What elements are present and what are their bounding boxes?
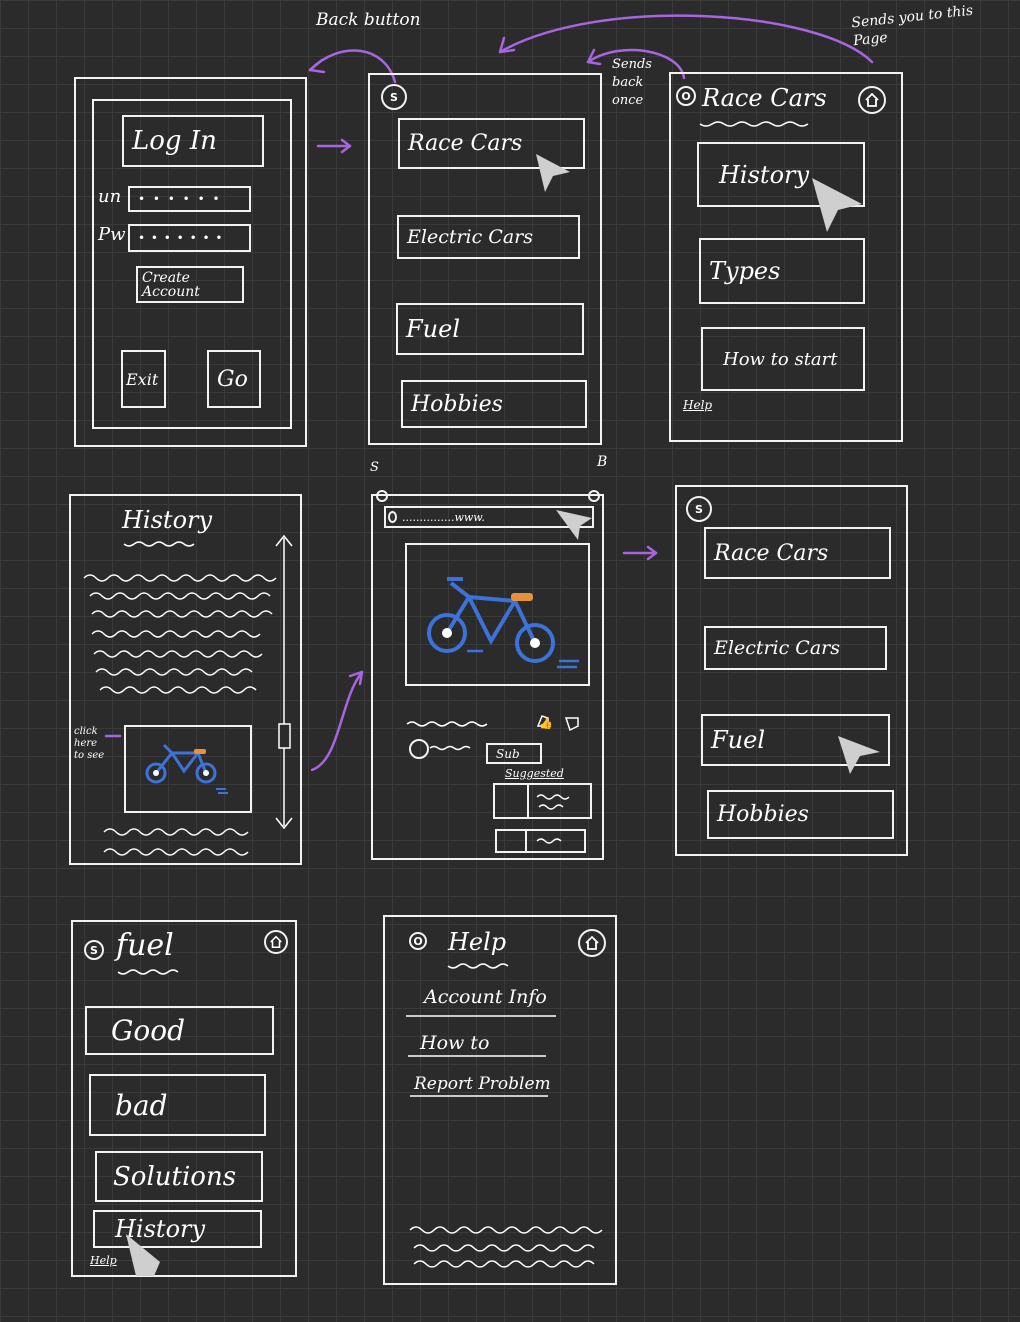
thumbs-up-icon[interactable]: 👍	[539, 716, 553, 730]
login-inner-frame	[92, 99, 292, 429]
menu-item-electric-cars[interactable]: Electric Cars	[397, 215, 580, 259]
history-screen	[69, 494, 302, 865]
create-account-button[interactable]: Create Account	[136, 266, 244, 303]
race-cars-item-history[interactable]: History	[697, 142, 865, 207]
username-label: un	[98, 186, 122, 207]
annotation-sends-back-once: Sends back once	[612, 57, 652, 108]
home-icon[interactable]	[858, 86, 886, 114]
page-title: History	[122, 506, 213, 534]
menu-item-race-cars[interactable]: Race Cars	[398, 118, 585, 169]
video-screen	[371, 494, 604, 860]
race-cars-item-how-to-start[interactable]: How to start	[701, 327, 865, 391]
bike-thumbnail[interactable]	[124, 725, 252, 813]
page-title: Help	[448, 928, 507, 956]
back-icon[interactable]: S	[84, 940, 104, 960]
menu-item-fuel[interactable]: Fuel	[701, 714, 890, 766]
help-screen	[383, 915, 617, 1285]
suggested-video-item[interactable]	[495, 829, 586, 853]
menu-item-electric-cars[interactable]: Electric Cars	[704, 626, 887, 670]
menu-screen	[675, 485, 908, 856]
go-button[interactable]: Go	[207, 350, 261, 408]
fuel-item-bad[interactable]: bad	[89, 1074, 266, 1136]
back-icon[interactable]	[376, 490, 388, 502]
back-icon[interactable]: S	[381, 84, 407, 110]
label-s: S	[370, 460, 379, 475]
password-label: Pw	[98, 224, 126, 245]
login-title: Log In	[122, 115, 264, 167]
login-screen	[74, 77, 307, 447]
help-item-report-problem[interactable]: Report Problem	[414, 1074, 551, 1094]
help-item-account-info[interactable]: Account Info	[424, 986, 547, 1008]
help-link[interactable]: Help	[683, 398, 713, 412]
menu-item-hobbies[interactable]: Hobbies	[707, 790, 894, 839]
back-icon[interactable]: S	[686, 496, 712, 522]
menu-item-hobbies[interactable]: Hobbies	[401, 380, 587, 428]
suggested-label: Suggested	[505, 767, 564, 780]
menu-item-fuel[interactable]: Fuel	[396, 303, 584, 355]
page-title: fuel	[116, 928, 174, 963]
help-item-how-to[interactable]: How to	[420, 1032, 490, 1054]
home-icon[interactable]	[588, 490, 600, 502]
url-text: ...............www.	[402, 510, 485, 524]
home-icon[interactable]	[264, 930, 288, 954]
bike-icon	[427, 577, 579, 669]
page-title: Race Cars	[702, 84, 827, 112]
suggested-video-item[interactable]	[493, 783, 592, 819]
fuel-screen	[71, 920, 297, 1277]
back-icon[interactable]: O	[676, 86, 696, 106]
menu-screen	[368, 73, 602, 445]
click-here-annotation: click here to see	[74, 726, 105, 761]
back-icon[interactable]: O	[409, 932, 427, 950]
exit-button[interactable]: Exit	[121, 350, 166, 408]
label-b: B	[597, 454, 608, 470]
menu-item-race-cars[interactable]: Race Cars	[704, 527, 891, 579]
fuel-item-solutions[interactable]: Solutions	[95, 1151, 263, 1202]
help-link[interactable]: Help	[90, 1254, 117, 1267]
annotation-back-button: Back button	[316, 10, 421, 30]
bike-icon	[145, 743, 228, 794]
fuel-item-good[interactable]: Good	[85, 1006, 274, 1055]
race-cars-screen	[669, 72, 903, 442]
annotation-sends-you-to-this-page: Sends you to this Page	[850, 2, 974, 50]
race-cars-item-types[interactable]: Types	[699, 238, 865, 304]
suggested-scribble	[536, 794, 570, 810]
channel-avatar[interactable]	[409, 739, 429, 759]
home-icon[interactable]	[578, 929, 606, 957]
username-field[interactable]: • • • • • •	[128, 186, 251, 212]
suggested-scribble	[536, 838, 562, 844]
password-field[interactable]: • • • • • • •	[128, 224, 251, 252]
video-player[interactable]	[405, 543, 590, 686]
fuel-item-history[interactable]: History	[93, 1210, 262, 1248]
subscribe-button[interactable]: Sub	[486, 743, 542, 764]
browser-icon	[388, 511, 397, 523]
url-bar[interactable]: ...............www.	[384, 506, 594, 528]
